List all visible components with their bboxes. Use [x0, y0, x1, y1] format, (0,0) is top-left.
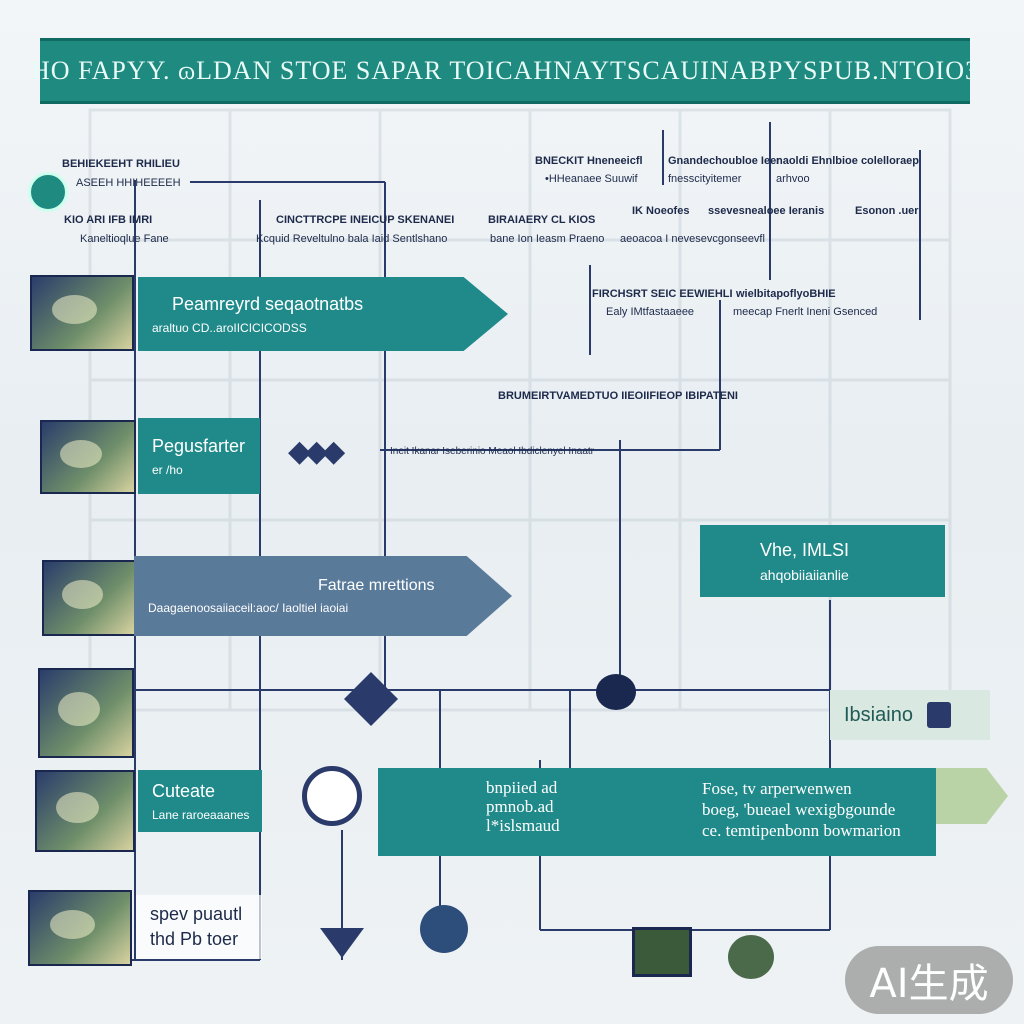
document-icon — [632, 927, 692, 977]
thumbnail-1 — [30, 275, 134, 351]
right-box[interactable]: Vhe, IMLSI ahqobiiaiianlie — [700, 525, 945, 597]
label-tr-1: BNECKIT Hneneeicfl — [535, 155, 643, 167]
title-banner: HO FAPYY. ɷLDAN STOE SAPAR TOICAHNAYTSCA… — [31, 38, 978, 104]
checkbox-box[interactable]: Ibsiaino — [830, 690, 990, 740]
right-box-title: Vhe, IMLSI — [760, 539, 850, 560]
label-r-3: wielbitapoflyoBHIE — [736, 288, 836, 300]
right-panel-line3: ce. temtipenbonn bowmarion — [702, 821, 901, 840]
label-r-2: Ealy IMtfastaaeee — [606, 306, 695, 318]
step-5-title: spev puautl — [150, 904, 243, 924]
right-panel-line2: boeg, 'bueael wexigbgounde — [702, 800, 896, 819]
down-arrow-icon — [320, 928, 364, 958]
chat-icon — [596, 674, 636, 710]
label-tr-2: •HHeanaee Suuwif — [545, 173, 638, 185]
lock-icon — [926, 702, 951, 728]
label-top-left-2: ASEEH HHIHEEEEH — [76, 177, 181, 189]
round-icon — [28, 172, 68, 212]
label-mid-3: BIRAIAERY CL KIOS — [488, 214, 596, 226]
thumbnail-3 — [42, 560, 136, 636]
step-3-sub: Daagaenoosaiiaceil:aoc/ Iaoltiel iaoiai — [148, 601, 349, 615]
label-top-left-1: BEHIEKEEHT RHILIEU — [62, 158, 180, 170]
label-tr-9: ssevesnealoee Ieranis — [708, 205, 825, 217]
thumbnail-4 — [38, 668, 134, 758]
step-3-title: Fatrae mrettions — [318, 577, 435, 594]
label-mid-1: CINCTTRCPE INEICUP SKENANEI — [276, 214, 455, 226]
badge-text: AI生成 — [869, 961, 989, 1007]
right-box-sub: ahqobiiaiianlie — [760, 566, 849, 583]
page-title: HO FAPYY. ɷLDAN STOE SAPAR TOICAHNAYTSCA… — [31, 56, 979, 85]
plant-icon — [728, 935, 774, 979]
thumbnail-5 — [35, 770, 135, 852]
step-2-title: Pegusfarter — [152, 435, 246, 456]
thumbnail-2 — [40, 420, 136, 494]
label-tr-8: aeoacoa I nevesevcgonseevfl — [620, 233, 765, 245]
step-1[interactable]: Peamreyrd seqaotnatbs araltuo CD..aroIIC… — [138, 277, 508, 351]
middle-panel-line1: bnpiied ad — [486, 778, 558, 797]
right-panel-line1: Fose, tv arperwenwen — [702, 779, 852, 798]
step-1-sub: araltuo CD..aroIICICICODSS — [152, 320, 307, 335]
step-2[interactable]: Pegusfarter er /ho — [138, 418, 260, 494]
label-tr-5: naoldi Ehnlbioe colelloraep — [776, 155, 920, 167]
right-panel[interactable]: Fose, tv arperwenwen boeg, 'bueael wexig… — [606, 768, 936, 856]
label-tr-4: fnesscityitemer — [668, 173, 742, 185]
people-icon — [420, 905, 468, 953]
label-r-1: FIRCHSRT SEIC EEWIEHLI — [592, 288, 733, 300]
label-r-4: meecap Fnerlt Ineni Gsenced — [733, 306, 878, 318]
clock-icon — [302, 766, 362, 826]
label-center-1: BRUMEIRTVAMEDTUO IIEOIIFIEOP IBIPATENI — [498, 390, 738, 402]
step-4-title: Cuteate — [152, 780, 216, 801]
label-tr-6: arhvoo — [776, 173, 810, 185]
step-2-sub: er /ho — [152, 462, 183, 477]
chevrons-icon: ◆◆◆ — [288, 435, 345, 468]
step-3[interactable]: Fatrae mrettions Daagaenoosaiiaceil:aoc/… — [134, 556, 512, 636]
label-left-mid-1: KIO ARI IFB IMRI — [64, 214, 153, 226]
label-tr-3: Gnandechoubloe Ieer — [668, 155, 781, 167]
step-4-sub: Lane raroeaaanes — [152, 807, 250, 822]
step-4[interactable]: Cuteate Lane raroeaaanes — [138, 770, 262, 832]
label-left-mid-2: Kaneltioqlue Fane — [80, 233, 169, 245]
checkbox-box-title: Ibsiaino — [844, 703, 913, 726]
step-1-title: Peamreyrd seqaotnatbs — [172, 293, 364, 314]
label-tr-10: Esonon .uer — [855, 205, 919, 217]
label-mid-4: bane Ion Ieasm Praeno — [490, 233, 605, 245]
step-5-sub: thd Pb toer — [150, 929, 239, 949]
label-mid-2: Kcquid Reveltulno bala Iaid Sentlshano — [256, 233, 448, 245]
middle-panel[interactable]: bnpiied ad pmnob.ad l*islsmaud — [378, 768, 606, 856]
label-tr-7: IK Noeofes — [632, 205, 690, 217]
step-5[interactable]: spev puautl thd Pb toer — [136, 895, 262, 959]
middle-panel-line2: pmnob.ad — [486, 797, 554, 816]
thumbnail-6 — [28, 890, 132, 966]
middle-panel-line3: l*islsmaud — [486, 816, 560, 835]
ai-generated-badge: AI生成 — [845, 946, 1013, 1014]
label-center-2: Ineit Ikanar Iseberinio Meaol Ibdiclenye… — [390, 446, 595, 457]
